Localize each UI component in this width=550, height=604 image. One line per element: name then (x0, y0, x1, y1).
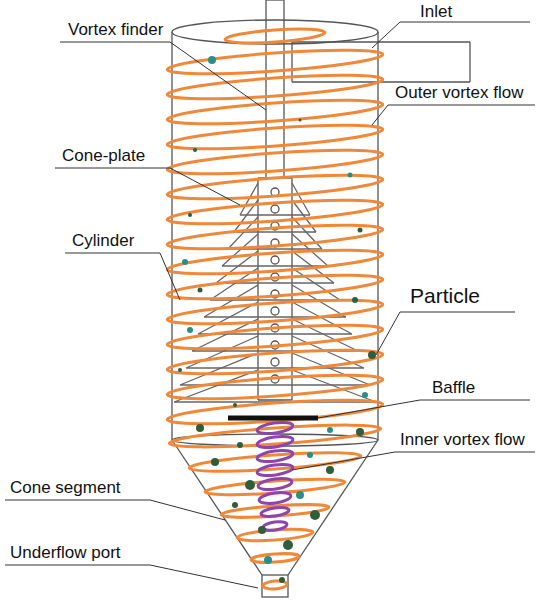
part-label: Baffle (432, 378, 475, 398)
inner-vortex-spiral (256, 421, 293, 532)
part-label: Inlet (420, 2, 452, 22)
cone-plates (174, 183, 376, 402)
vortex-finder (258, 0, 292, 400)
part-label: Vortex finder (68, 20, 163, 40)
part-label: Inner vortex flow (400, 430, 525, 450)
part-label: Cylinder (72, 231, 134, 251)
part-label: Particle (410, 284, 480, 308)
part-label: Outer vortex flow (395, 83, 524, 103)
leader-lines (5, 22, 535, 588)
particles (178, 56, 376, 583)
part-label: Cone segment (10, 478, 121, 498)
baffle-plate (228, 416, 318, 421)
outer-vortex-spiral (167, 27, 384, 590)
part-label: Underflow port (10, 543, 121, 563)
cylinder-body (172, 20, 378, 597)
part-label: Cone-plate (62, 146, 145, 166)
